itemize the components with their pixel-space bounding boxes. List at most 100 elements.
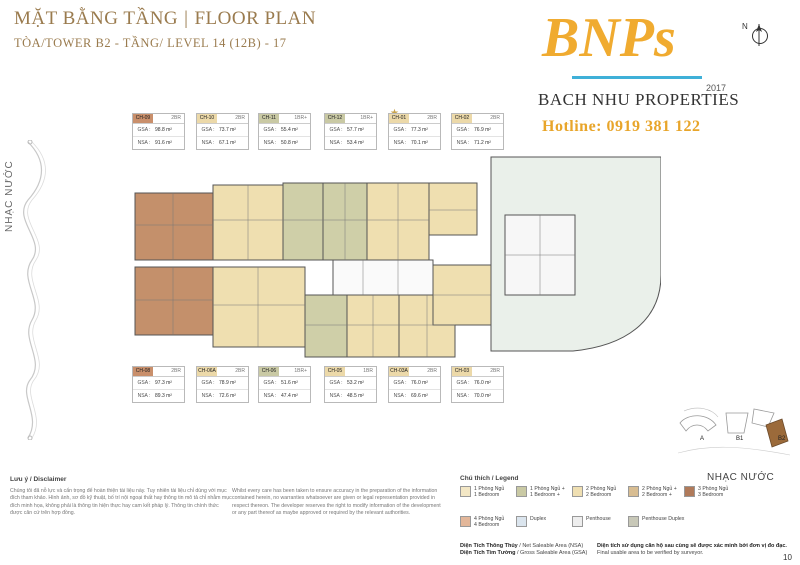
unit-gsa: 53.2 m²: [347, 380, 364, 386]
unit-type: 1BR+: [294, 368, 307, 374]
final-area-note-vi: Diện tích sử dụng căn hộ sau cùng sẽ đượ…: [597, 543, 787, 549]
legend-swatch: [684, 486, 695, 497]
brand-logo: BNPs 2017 BACH NHU PROPERTIES: [538, 7, 739, 109]
unit-type: 2BR: [427, 115, 437, 121]
unit-gsa-row: GSA :57.7 m²: [325, 124, 376, 136]
nsa-label: NSA :: [201, 393, 215, 399]
nsa-label: NSA :: [263, 393, 277, 399]
unit-type: 2BR: [427, 368, 437, 374]
unit-gsa: 51.6 m²: [281, 380, 298, 386]
unit-code: CH-11: [259, 114, 279, 123]
unit-gsa-row: GSA :77.3 m²: [389, 124, 440, 136]
legend-label-en: 4 Bedroom: [474, 522, 500, 528]
unit-gsa: 77.3 m²: [411, 127, 428, 133]
legend-item: Penthouse Duplex: [628, 516, 684, 527]
unit-nsa-row: NSA : 70.1 m²: [389, 136, 440, 149]
unit-code: CH-01: [389, 114, 409, 123]
legend-label-en: 2 Bedroom +: [642, 492, 672, 498]
unit-type: 2BR: [171, 115, 181, 121]
legend-label-vi: 1 Phòng Ngủ: [474, 486, 505, 492]
compass-label: N: [742, 22, 748, 31]
plan-core: [332, 259, 434, 296]
unit-gsa-row: GSA :51.6 m²: [259, 377, 310, 389]
legend-label-vi: Penthouse Duplex: [642, 516, 685, 522]
unit-type: 1BR: [363, 368, 373, 374]
gsa-label: GSA :: [137, 380, 151, 386]
unit-gsa-row: GSA :55.4 m²: [259, 124, 310, 136]
legend-label-vi: Penthouse: [586, 516, 611, 522]
logo-wordmark: BNPs: [542, 7, 676, 69]
legend-label-vi: Duplex: [530, 516, 547, 522]
unit-nsa-row: NSA : 47.4 m²: [259, 389, 310, 402]
legend-text: 1 Phòng Ngủ +1 Bedroom +: [530, 486, 565, 498]
gsa-label: GSA :: [201, 380, 215, 386]
nsa-label: NSA :: [393, 393, 407, 399]
unit-code: CH-02: [452, 114, 472, 123]
gsa-label: GSA :: [137, 127, 151, 133]
unit-code: CH-06: [259, 367, 279, 376]
unit-type: 2BR: [235, 115, 245, 121]
legend-item: Duplex: [516, 516, 546, 527]
unit-nsa: 69.6 m²: [411, 393, 428, 399]
plan-unit-ch08: [134, 266, 214, 336]
legend-label-en: 3 Bedroom: [698, 492, 724, 498]
nsa-label: NSA :: [201, 140, 215, 146]
nsa-label: NSA :: [456, 140, 470, 146]
legend-label-vi: 3 Phòng Ngủ: [698, 486, 729, 492]
unit-nsa-row: NSA : 70.0 m²: [452, 389, 503, 402]
unit-code: CH-05: [325, 367, 345, 376]
unit-nsa: 50.8 m²: [281, 140, 298, 146]
gsa-label: GSA :: [393, 380, 407, 386]
unit-nsa-row: NSA :50.8 m²: [259, 136, 310, 149]
unit-nsa: 70.0 m²: [474, 393, 491, 399]
unit-nsa: 71.2 m²: [474, 140, 491, 146]
north-compass-icon: N: [742, 22, 770, 54]
legend-label-en: 2 Bedroom: [586, 492, 612, 498]
nsa-label: NSA :: [456, 393, 470, 399]
unit-gsa-row: GSA : 98.8 m²: [133, 124, 184, 136]
title-separator: |: [184, 8, 189, 29]
final-area-note: Diện tích sử dụng căn hộ sau cùng sẽ đượ…: [597, 543, 795, 557]
gsa-label: GSA :: [456, 127, 470, 133]
legend-item: 2 Phòng Ngủ +2 Bedroom +: [628, 486, 677, 498]
plan-podium: [490, 156, 661, 352]
nsa-definition-en: / Net Saleable Area (NSA): [517, 543, 584, 549]
unit-gsa: 76.0 m²: [474, 380, 491, 386]
legend-label-vi: 4 Phòng Ngủ: [474, 516, 505, 522]
unit-nsa: 47.4 m²: [281, 393, 298, 399]
brand-name: BACH NHU PROPERTIES: [538, 90, 740, 109]
unit-nsa: 70.1 m²: [411, 140, 428, 146]
disclaimer-en: Whilst every care has been taken to ensu…: [232, 488, 441, 517]
logo-year: 2017: [706, 83, 727, 93]
legend-swatch: [460, 516, 471, 527]
legend-item: 1 Phòng Ngủ +1 Bedroom +: [516, 486, 565, 498]
unit-info-header: CH-05 1BR: [325, 367, 376, 377]
plan-unit-ch09: [134, 192, 214, 261]
unit-code: CH-10: [197, 114, 217, 123]
unit-code: CH-08: [133, 367, 153, 376]
gsa-label: GSA :: [329, 127, 343, 133]
unit-nsa-row: NSA : 71.2 m²: [452, 136, 503, 149]
gsa-definition-vi: Diện Tích Tim Tường: [460, 550, 516, 557]
nsa-label: NSA :: [393, 140, 407, 146]
unit-type: 1BR+: [360, 115, 373, 121]
unit-gsa: 98.8 m²: [155, 127, 172, 133]
unit-type: 2BR: [235, 368, 245, 374]
legend-text: Penthouse Duplex: [642, 516, 684, 522]
nsa-label: NSA :: [137, 140, 151, 146]
tower-key-map: [678, 407, 790, 456]
final-area-note-en: Final usable area to be verified by surv…: [597, 550, 704, 557]
unit-nsa-row: NSA :67.1 m²: [197, 136, 248, 149]
unit-nsa-row: NSA :72.6 m²: [197, 389, 248, 402]
gsa-definition: Diện Tích Tim Tường / Gross Saleable Are…: [460, 550, 640, 557]
gsa-label: GSA :: [201, 127, 215, 133]
keymap-label-b1: B1: [736, 436, 744, 442]
